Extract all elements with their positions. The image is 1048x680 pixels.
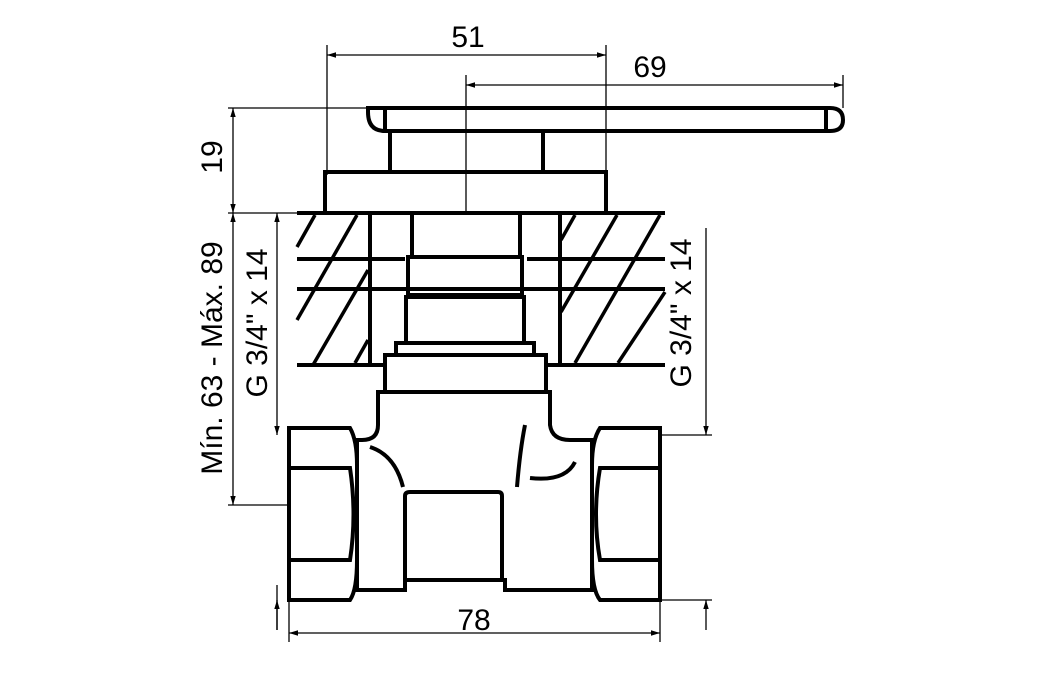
lever-handle (323, 106, 846, 215)
dim-69-label: 69 (633, 51, 666, 84)
dim-thread-left-label: G 3/4" x 14 (241, 248, 274, 397)
dimension-lines (228, 45, 844, 642)
dim-19-label: 19 (196, 140, 229, 173)
dim-wall-range-label: Mín. 63 - Máx. 89 (196, 241, 229, 474)
dim-78-label: 78 (457, 604, 490, 637)
dim-thread-right-label: G 3/4" x 14 (665, 238, 698, 387)
valve-body (287, 390, 662, 602)
dim-51-label: 51 (451, 21, 484, 54)
valve-stem (383, 211, 548, 394)
